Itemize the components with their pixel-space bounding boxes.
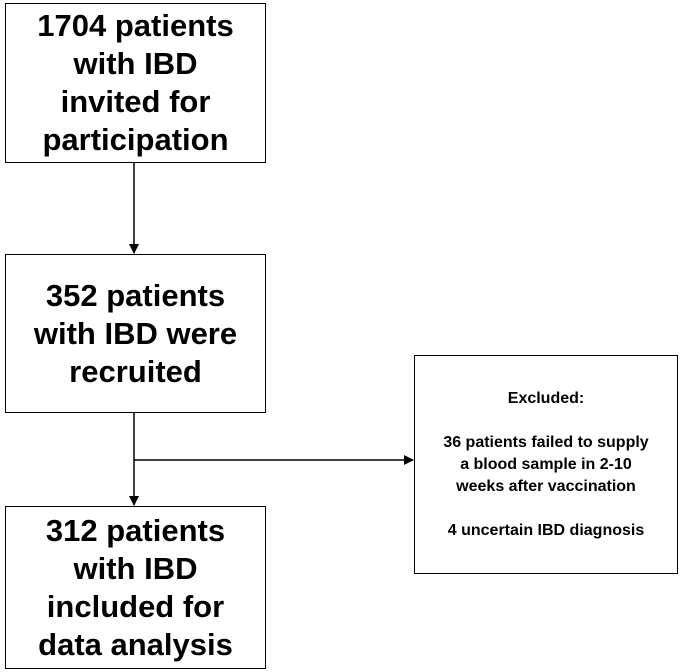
invited-text: 1704 patients with IBD invited for parti…	[37, 8, 234, 157]
excluded-reason-diagnosis: 4 uncertain IBD diagnosis	[447, 521, 645, 539]
recruited-box: 352 patients with IBD were recruited	[5, 254, 266, 413]
excluded-title: Excluded:	[507, 389, 585, 407]
analysis-text: 312 patients with IBD included for data …	[38, 512, 233, 662]
recruited-text: 352 patients with IBD were recruited	[33, 277, 238, 389]
excluded-box: Excluded: 36 patients failed to supply a…	[414, 355, 678, 574]
excluded-reason-blood-sample: 36 patients failed to supply a blood sam…	[443, 433, 649, 495]
analysis-box: 312 patients with IBD included for data …	[5, 506, 266, 669]
invited-box: 1704 patients with IBD invited for parti…	[5, 3, 266, 163]
